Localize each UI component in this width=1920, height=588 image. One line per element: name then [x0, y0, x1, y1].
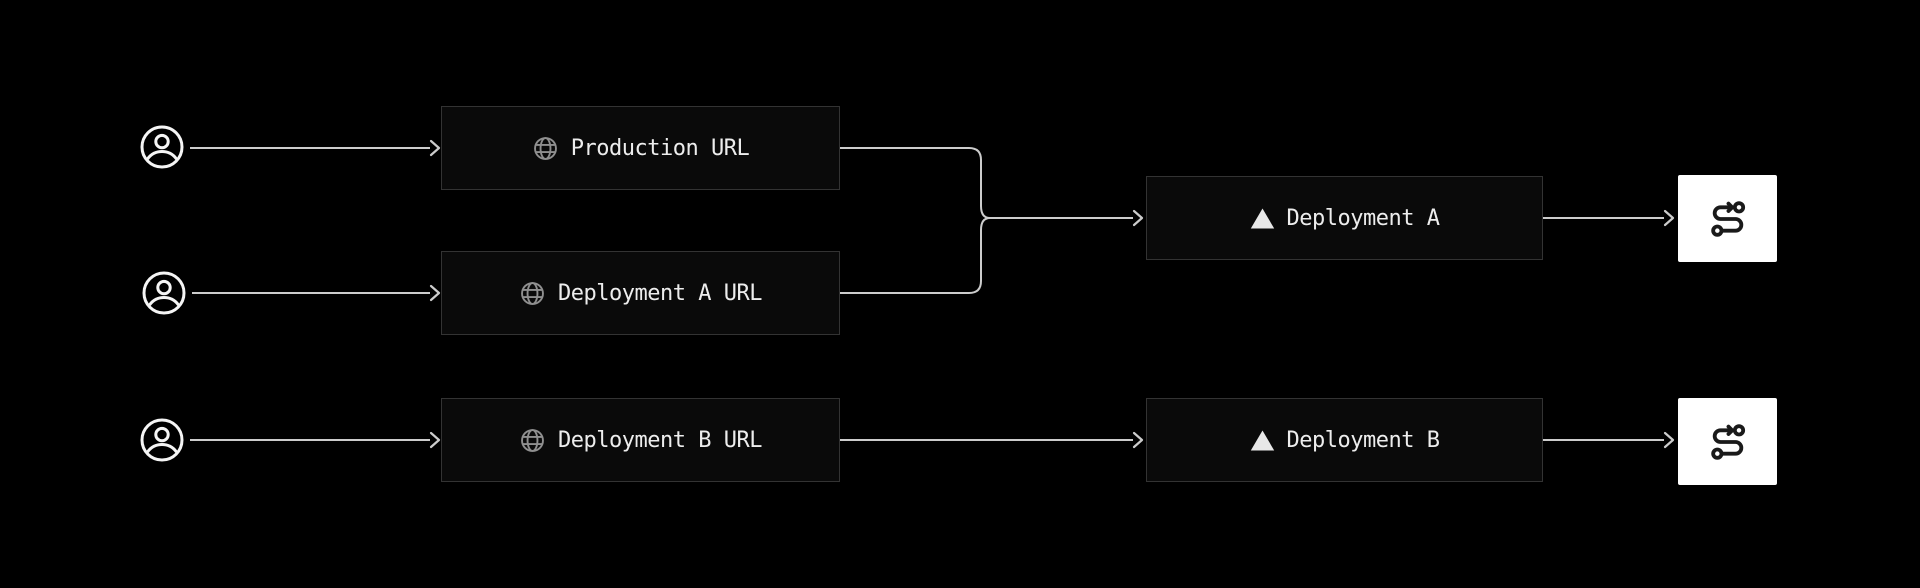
- node-deployment-b: Deployment B: [1146, 398, 1543, 482]
- user-icon: [138, 416, 186, 464]
- arrowhead-icon: [429, 431, 441, 449]
- globe-icon: [532, 135, 559, 162]
- arrowhead-icon: [1132, 209, 1144, 227]
- route-icon: [1708, 422, 1748, 462]
- user-icon: [138, 123, 186, 171]
- endpoint-node-a: [1678, 175, 1777, 262]
- node-label: Deployment B URL: [558, 427, 762, 453]
- user-icon: [140, 269, 188, 317]
- wire-deployment-a-url-merge: [840, 217, 991, 294]
- arrowhead-icon: [1663, 209, 1675, 227]
- wire-production-url-merge: [840, 147, 991, 219]
- globe-icon: [519, 280, 546, 307]
- node-label: Deployment B: [1286, 427, 1440, 453]
- endpoint-node-b: [1678, 398, 1777, 485]
- node-production-url: Production URL: [441, 106, 840, 190]
- arrowhead-icon: [429, 284, 441, 302]
- route-icon: [1708, 199, 1748, 239]
- node-label: Deployment A: [1286, 205, 1440, 231]
- arrowhead-icon: [429, 139, 441, 157]
- node-label: Deployment A URL: [558, 280, 762, 306]
- arrowhead-icon: [1663, 431, 1675, 449]
- vercel-triangle-icon: [1250, 208, 1275, 229]
- vercel-triangle-icon: [1250, 430, 1275, 451]
- arrowhead-icon: [1132, 431, 1144, 449]
- node-label: Production URL: [570, 135, 750, 161]
- node-deployment-a: Deployment A: [1146, 176, 1543, 260]
- node-deployment-b-url: Deployment B URL: [441, 398, 840, 482]
- globe-icon: [519, 427, 546, 454]
- node-deployment-a-url: Deployment A URL: [441, 251, 840, 335]
